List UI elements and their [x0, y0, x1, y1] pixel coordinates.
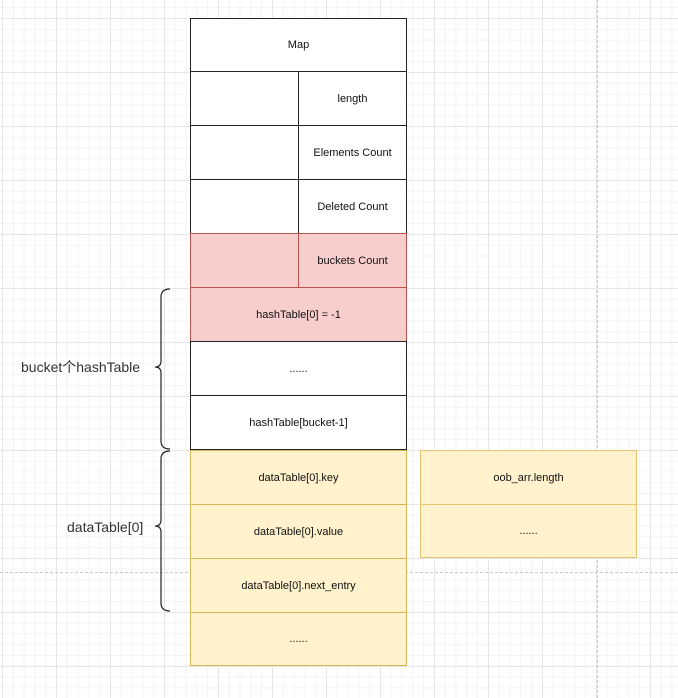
- deleted-count-cell[interactable]: Deleted Count: [298, 179, 407, 234]
- guide-line-vertical: [597, 0, 598, 698]
- hash-table-last-cell[interactable]: hashTable[bucket-1]: [190, 395, 407, 450]
- data-table-ellipsis-cell[interactable]: ......: [190, 612, 407, 666]
- elements-count-left-cell[interactable]: [190, 125, 299, 180]
- buckets-count-left-cell[interactable]: [190, 233, 299, 288]
- buckets-count-cell[interactable]: buckets Count: [298, 233, 407, 288]
- data-table-key-cell[interactable]: dataTable[0].key: [190, 450, 407, 505]
- length-cell[interactable]: length: [298, 71, 407, 126]
- elements-count-cell[interactable]: Elements Count: [298, 125, 407, 180]
- data-table-brace: [154, 450, 171, 612]
- hash-table-group-label: bucket个hashTable: [21, 359, 141, 375]
- deleted-count-left-cell[interactable]: [190, 179, 299, 234]
- data-table-value-cell[interactable]: dataTable[0].value: [190, 504, 407, 559]
- data-table-group-label: dataTable[0]: [67, 519, 144, 535]
- oob-arr-ellipsis-cell[interactable]: ......: [420, 504, 637, 558]
- oob-arr-length-cell[interactable]: oob_arr.length: [420, 450, 637, 505]
- data-table-next-entry-cell[interactable]: dataTable[0].next_entry: [190, 558, 407, 613]
- hash-table-brace: [154, 288, 171, 450]
- hash-table-first-cell[interactable]: hashTable[0] = -1: [190, 287, 407, 342]
- hash-table-ellipsis-cell[interactable]: ......: [190, 341, 407, 396]
